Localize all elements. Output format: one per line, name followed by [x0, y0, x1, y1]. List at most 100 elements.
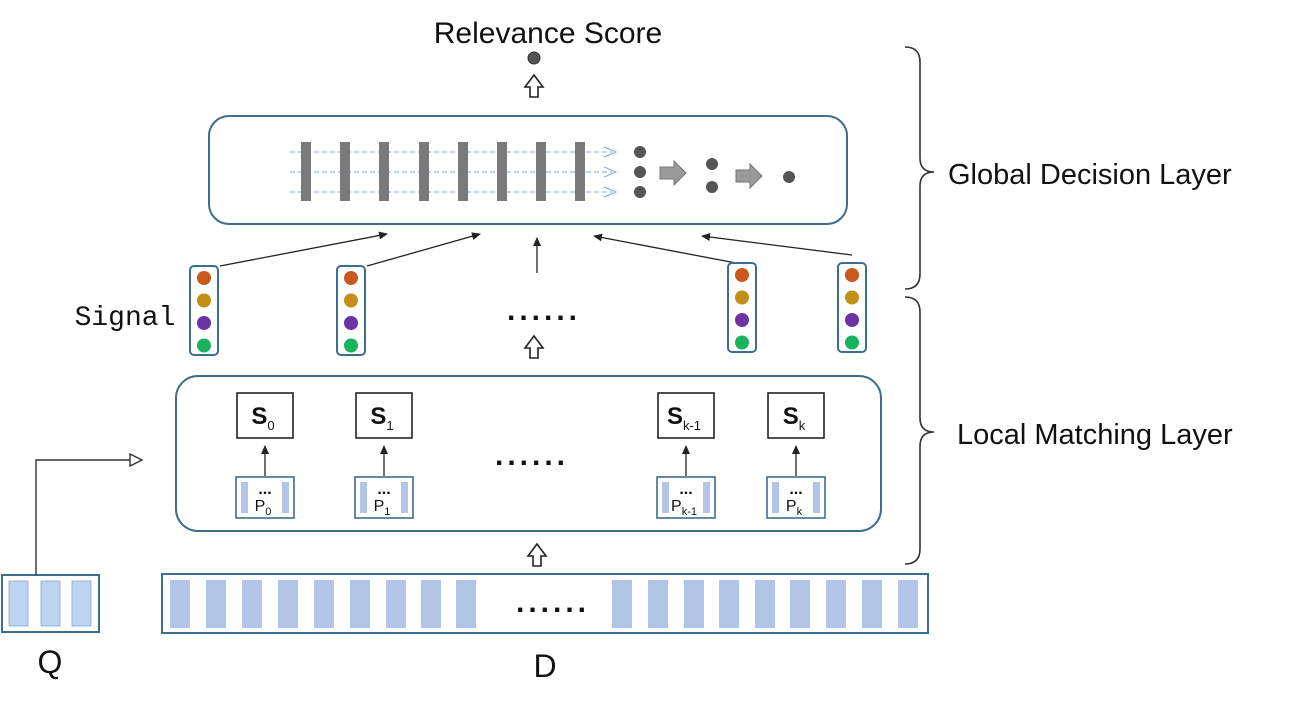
- passage-dots: ...: [789, 481, 802, 498]
- mlp-node: [706, 181, 718, 193]
- global-decision-box: [208, 115, 848, 225]
- signal-dot: [735, 290, 749, 305]
- dashed-flow-lines: [290, 146, 618, 198]
- signal-dot: [344, 338, 358, 353]
- signal-dot: [845, 290, 859, 305]
- local-layer-brace: [904, 296, 935, 565]
- document-term: [350, 580, 370, 628]
- signal-ellipsis: ......: [507, 294, 581, 327]
- document-term: [898, 580, 918, 628]
- signal-arrows: [219, 231, 853, 273]
- signal-box: [189, 265, 219, 356]
- global-layer-brace: [904, 46, 935, 290]
- global-decision-layer-label: Global Decision Layer: [948, 159, 1232, 191]
- document-terms: [170, 580, 918, 628]
- aggregation-bar: [458, 142, 468, 201]
- passage-term: [401, 482, 408, 513]
- local-matching-layer-label: Local Matching Layer: [957, 419, 1233, 451]
- signal-column: [727, 262, 757, 353]
- query-term: [8, 580, 29, 627]
- score-node: [527, 51, 541, 65]
- document-term: [755, 580, 775, 628]
- aggregation-bar: [536, 142, 546, 201]
- signal-dot: [735, 268, 749, 282]
- dashed-arrow-head: [603, 186, 618, 198]
- aggregation-bar: [379, 142, 389, 201]
- document-term: [684, 580, 704, 628]
- mlp-node: [634, 146, 646, 158]
- aggregation-bar: [497, 142, 507, 201]
- document-term: [170, 580, 190, 628]
- signal-dot: [197, 316, 211, 330]
- signal-dot: [197, 293, 211, 308]
- aggregation-bar: [419, 142, 429, 201]
- signal-dot: [845, 268, 859, 282]
- query-label: Q: [38, 644, 63, 680]
- signal-box: [837, 262, 867, 353]
- mlp-node: [783, 171, 795, 183]
- query-term: [40, 580, 61, 627]
- document-term: [826, 580, 846, 628]
- local-ellipsis: ......: [495, 439, 569, 472]
- signal-dot: [197, 338, 211, 353]
- mlp-node: [634, 166, 646, 178]
- signal-columns: [189, 262, 867, 356]
- matching-unit: S0...P0: [235, 392, 295, 519]
- document-term: [314, 580, 334, 628]
- hollow-up-arrow-middle: [523, 334, 545, 359]
- hollow-up-arrow-bottom: [526, 542, 548, 567]
- signal-column: [189, 265, 219, 356]
- document-term: [719, 580, 739, 628]
- matching-unit: S1...P1: [354, 392, 414, 519]
- signal-arrow: [366, 232, 481, 267]
- relevance-score-title: Relevance Score: [434, 17, 662, 50]
- signal-dot: [845, 313, 859, 327]
- signal-arrow: [219, 231, 388, 267]
- signal-dot: [197, 271, 211, 285]
- score-node-label: S1: [370, 403, 393, 433]
- score-node-label: Sk: [783, 403, 806, 433]
- document-term: [386, 580, 406, 628]
- passage-label: P0: [255, 498, 272, 518]
- signal-column: [336, 265, 366, 356]
- signal-column: [837, 262, 867, 353]
- aggregation-bar: [575, 142, 585, 201]
- passage-dots: ...: [377, 481, 390, 498]
- document-ellipsis: ......: [516, 586, 590, 619]
- gray-arrow: [735, 162, 763, 190]
- query-term: [71, 580, 92, 627]
- score-node-box: [355, 392, 413, 439]
- signal-arrow: [701, 233, 853, 256]
- passage-term: [282, 482, 289, 513]
- document-term: [456, 580, 476, 628]
- signal-dot: [845, 335, 859, 350]
- document-label: D: [533, 648, 556, 684]
- aggregation-bar: [340, 142, 350, 201]
- document-term: [612, 580, 632, 628]
- mlp-nodes: [634, 146, 795, 198]
- mlp-node: [634, 186, 646, 198]
- signal-dot: [344, 316, 358, 330]
- signal-dot: [735, 313, 749, 327]
- document-term: [278, 580, 298, 628]
- signal-dot: [735, 335, 749, 350]
- document-term: [242, 580, 262, 628]
- aggregation-bars: [301, 142, 585, 201]
- dashed-arrow-head: [603, 166, 618, 178]
- signal-dot: [344, 271, 358, 285]
- score-node-box: [236, 392, 294, 439]
- passage-term: [772, 482, 779, 513]
- document-term: [648, 580, 668, 628]
- gray-arrow: [659, 159, 687, 187]
- document-term: [206, 580, 226, 628]
- query-input: [1, 574, 100, 633]
- matching-unit: Sk-1...Pk-1: [656, 392, 716, 519]
- passage-label: Pk: [786, 498, 803, 518]
- signal-label: Signal: [75, 303, 176, 334]
- score-node-box: [657, 392, 715, 439]
- dashed-arrow-head: [603, 146, 618, 158]
- passage-dots: ...: [679, 481, 692, 498]
- signal-box: [727, 262, 757, 353]
- mlp-node: [706, 158, 718, 170]
